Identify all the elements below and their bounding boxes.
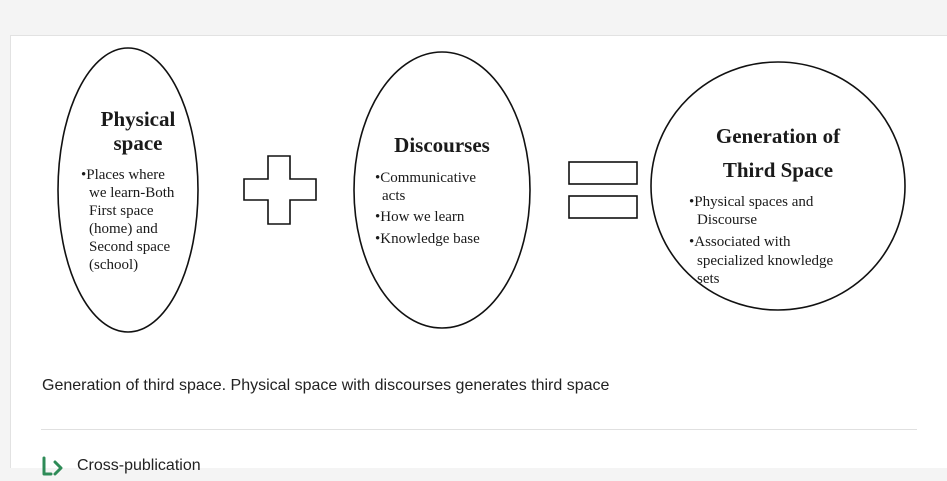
svg-text:space: space: [114, 131, 163, 155]
svg-text:Second space: Second space: [89, 239, 171, 255]
section-heading[interactable]: Cross-publication: [41, 456, 201, 476]
svg-text:Generation of: Generation of: [716, 124, 841, 148]
discourses-bullets: •Communicative acts •How we learn •Knowl…: [375, 170, 480, 247]
svg-text:Physical: Physical: [101, 107, 176, 131]
svg-text:(school): (school): [89, 257, 138, 273]
equals-icon: [568, 161, 638, 219]
svg-text:Discourse: Discourse: [697, 212, 757, 228]
svg-text:•Physical spaces and: •Physical spaces and: [689, 194, 814, 210]
svg-text:•How we learn: •How we learn: [375, 209, 465, 225]
svg-text:sets: sets: [697, 271, 720, 287]
figure-image: Physical space •Places where we learn-Bo…: [11, 36, 947, 346]
figure-card: Physical space •Places where we learn-Bo…: [10, 35, 947, 476]
svg-text:•Communicative: •Communicative: [375, 170, 476, 186]
svg-text:acts: acts: [382, 188, 405, 204]
third-space-circle: [650, 61, 906, 311]
third-space-title: Generation of Third Space: [716, 124, 841, 182]
svg-text:First space: First space: [89, 203, 154, 219]
figure-caption: Generation of third space. Physical spac…: [42, 377, 610, 394]
discourses-oval: [353, 51, 531, 329]
plus-icon: [243, 155, 317, 225]
svg-text:specialized knowledge: specialized knowledge: [697, 253, 834, 269]
section-divider: [41, 429, 917, 430]
svg-text:Third Space: Third Space: [723, 158, 833, 182]
top-bar: [0, 0, 947, 35]
discourses-title: Discourses: [394, 133, 490, 157]
section-title: Cross-publication: [77, 457, 201, 474]
diagram-canvas: Physical space •Places where we learn-Bo…: [57, 47, 906, 333]
svg-text:we learn-Both: we learn-Both: [89, 185, 175, 201]
svg-text:•Places where: •Places where: [81, 167, 165, 183]
svg-text:•Knowledge base: •Knowledge base: [375, 231, 480, 247]
svg-text:(home) and: (home) and: [89, 221, 158, 237]
third-space-bullets: •Physical spaces and Discourse •Associat…: [689, 194, 834, 287]
svg-text:Discourses: Discourses: [394, 133, 490, 157]
physical-space-oval: [57, 47, 199, 333]
physical-space-title: Physical space: [101, 107, 176, 155]
svg-text:•Associated with: •Associated with: [689, 234, 791, 250]
physical-space-bullets: •Places where we learn-Both First space …: [81, 167, 175, 273]
arrow-mark-icon: [41, 456, 71, 476]
